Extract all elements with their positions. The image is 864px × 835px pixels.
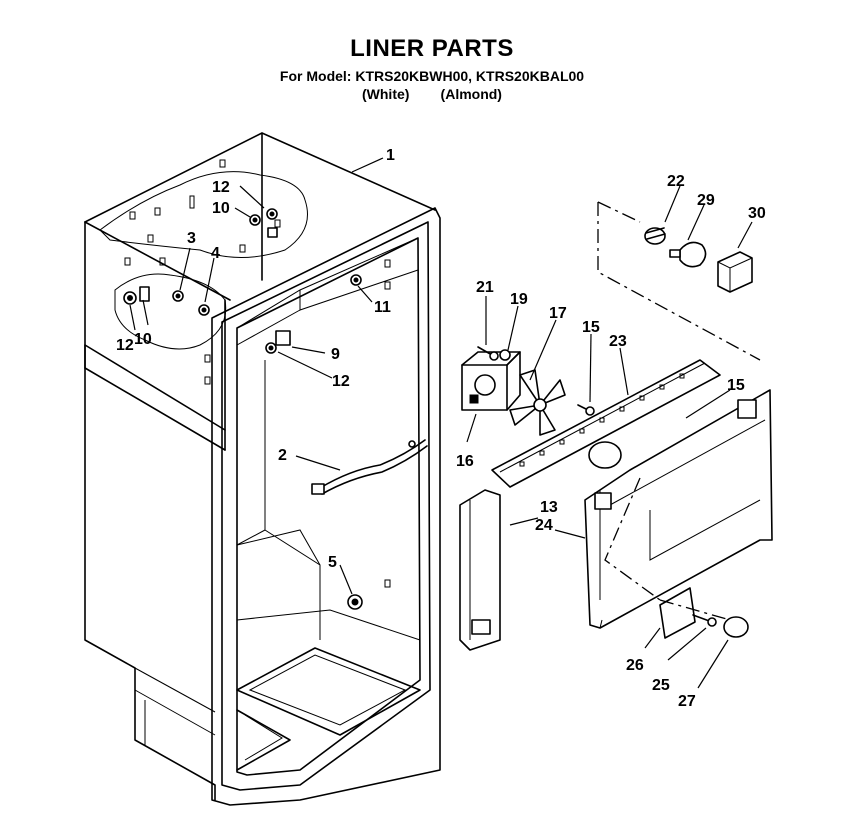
control-shaft	[692, 614, 717, 627]
liner-cabinet	[84, 132, 441, 806]
light-socket	[644, 227, 666, 245]
callout-16: 16	[456, 453, 474, 470]
light-shield	[717, 251, 753, 293]
callout-10-upper: 10	[212, 200, 230, 217]
callout-22: 22	[667, 173, 685, 190]
evaporator-cover	[584, 389, 773, 629]
callout-25: 25	[652, 677, 670, 694]
light-bulb	[669, 241, 707, 268]
control-bracket	[659, 587, 696, 639]
callout-13: 13	[540, 499, 558, 516]
callout-26: 26	[626, 657, 644, 674]
assembly-lines	[597, 201, 761, 621]
callout-12-upper: 12	[212, 179, 230, 196]
fan-blade	[509, 369, 566, 436]
callout-9: 9	[331, 346, 340, 363]
callout-labels: 1 2 3 4 5 9 10 10 11 12 12 12 13 15 15 1…	[116, 147, 766, 710]
color-variants: (White) (Almond)	[362, 86, 502, 102]
fan-screws	[477, 346, 595, 416]
callout-19: 19	[510, 291, 528, 308]
callout-12-right: 12	[332, 373, 350, 390]
callout-10-lower: 10	[134, 331, 152, 348]
diagram-title: LINER PARTS	[350, 35, 514, 62]
callout-29: 29	[697, 192, 715, 209]
callout-2: 2	[278, 447, 287, 464]
model-numbers: For Model: KTRS20KBWH00, KTRS20KBAL00	[279, 68, 585, 84]
callout-1: 1	[386, 147, 395, 164]
callout-23: 23	[609, 333, 627, 350]
callout-17: 17	[549, 305, 567, 322]
leader-lines	[129, 157, 753, 689]
wire-harness	[311, 439, 428, 495]
evaporator-fan-motor	[461, 351, 521, 411]
callout-30: 30	[748, 205, 766, 222]
callout-15-right: 15	[727, 377, 745, 394]
callout-4: 4	[211, 245, 220, 262]
fasteners-on-liner	[123, 208, 363, 610]
callout-24: 24	[535, 517, 553, 534]
callout-5: 5	[328, 554, 337, 571]
callout-3: 3	[187, 230, 196, 247]
callout-12-left: 12	[116, 337, 134, 354]
callout-21: 21	[476, 279, 494, 296]
callout-15-upper: 15	[582, 319, 600, 336]
air-duct-panel	[491, 359, 721, 488]
vertical-duct	[459, 489, 501, 651]
callout-27: 27	[678, 693, 696, 710]
callout-11: 11	[374, 299, 391, 316]
control-knob	[723, 616, 749, 638]
